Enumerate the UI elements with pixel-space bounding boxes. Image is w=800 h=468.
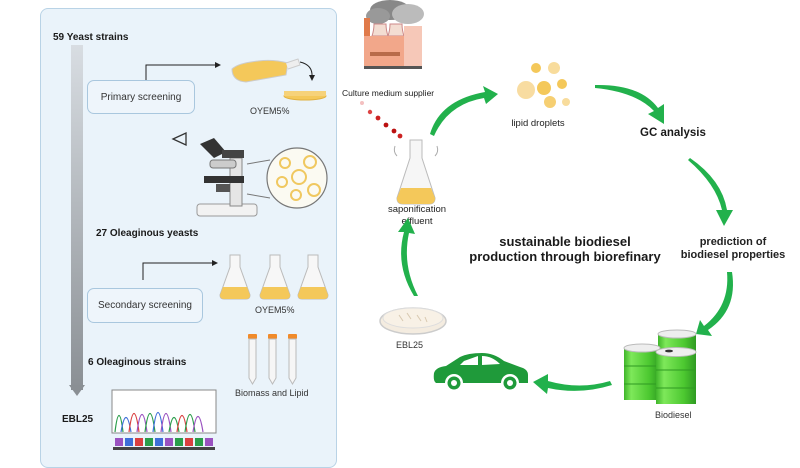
effluent-label-line2: effluent (401, 216, 433, 227)
strain-dish-icon (379, 307, 447, 335)
dripping-dots-icon (360, 101, 403, 139)
lipid-droplets-icon (517, 62, 570, 108)
biodiesel-label: Biodiesel (655, 410, 692, 420)
final-strain-label: EBL25 (62, 414, 94, 425)
cycle-arrows (398, 84, 733, 394)
arrow-lipid-to-gc (595, 84, 664, 124)
flask-pour-icon (231, 58, 315, 83)
arrow-gc-to-prediction (688, 158, 733, 226)
magnified-cells-icon (246, 147, 328, 209)
arrow-effluent-to-lipid (430, 86, 498, 136)
biodiesel-barrels-icon (623, 329, 697, 404)
supplier-label: Culture medium supplier (342, 88, 435, 98)
strain-label: EBL25 (396, 340, 424, 350)
center-title-line2: production through biorefinary (469, 249, 661, 264)
prediction-label-line1: prediction of (699, 236, 767, 248)
primary-medium-label: OYEM5% (250, 106, 290, 116)
secondary-screening-label: Secondary screening (98, 300, 192, 311)
microscope-icon (196, 138, 258, 217)
gc-label: GC analysis (640, 127, 706, 139)
eye-icon (171, 131, 187, 147)
factory-icon (364, 0, 424, 69)
primary-connector (145, 62, 221, 82)
center-title: sustainable biodiesel production through… (455, 234, 675, 264)
lipid-label: lipid droplets (511, 118, 565, 129)
prediction-label-line2: biodiesel properties (680, 249, 786, 261)
chromatogram-icon (111, 389, 217, 450)
center-title-line1: sustainable biodiesel (499, 234, 631, 249)
prediction-label: prediction of biodiesel properties (670, 236, 796, 262)
effluent-flask-icon (393, 139, 439, 205)
stage-start-label: 59 Yeast strains (53, 32, 129, 43)
car-icon (433, 353, 528, 392)
arrow-prediction-to-biodiesel (696, 272, 733, 336)
secondary-screening-box: Secondary screening (87, 288, 203, 323)
secondary-medium-label: OYEM5% (255, 305, 295, 315)
effluent-label-line1: saponification (387, 204, 447, 215)
biomass-label: Biomass and Lipid (235, 388, 309, 398)
arrow-biodiesel-to-car (533, 374, 612, 394)
test-tubes-icon (248, 334, 297, 385)
petri-dish-icon (283, 91, 327, 101)
progress-arrow (69, 45, 85, 396)
effluent-label: saponification effluent (372, 204, 462, 228)
arrow-strain-to-effluent (398, 218, 418, 296)
flasks-icon (219, 254, 329, 300)
stage-end-label: 6 Oleaginous strains (88, 357, 187, 368)
stage-mid-label: 27 Oleaginous yeasts (96, 228, 199, 239)
primary-screening-label: Primary screening (100, 91, 182, 103)
secondary-connector (142, 260, 218, 280)
primary-screening-box: Primary screening (87, 80, 195, 114)
